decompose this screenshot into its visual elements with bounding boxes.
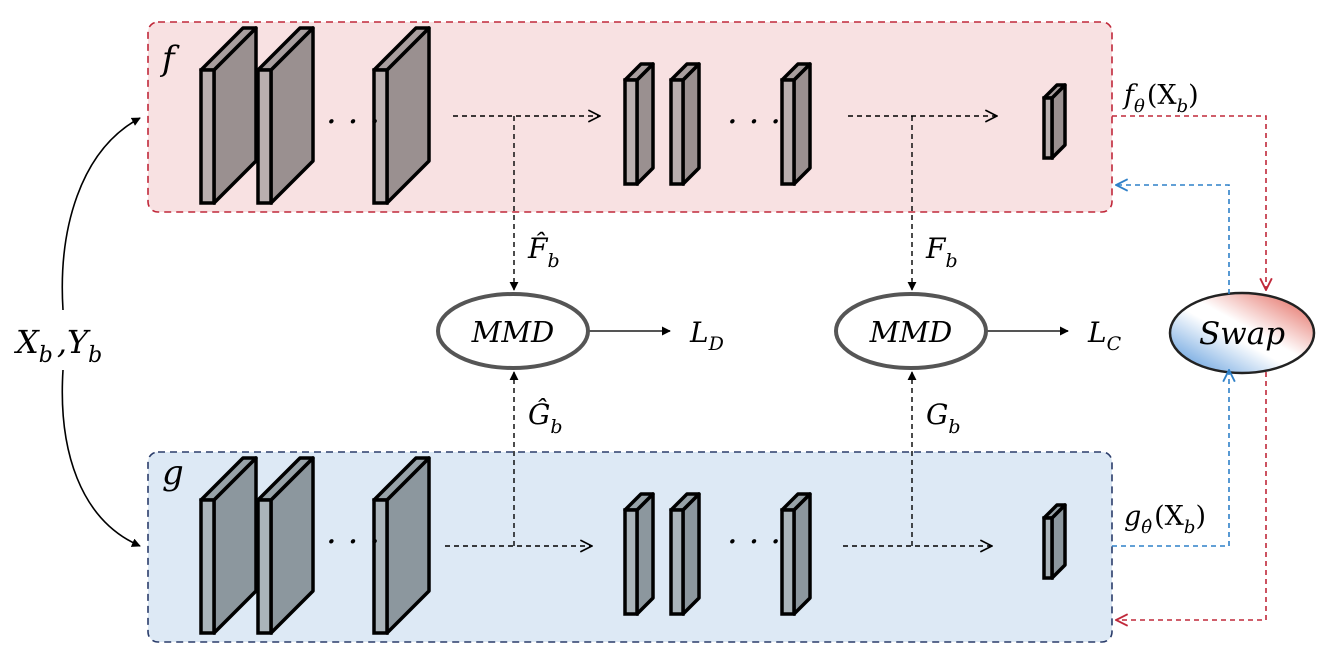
g-hat-feature-label: Ĝb [528, 397, 563, 438]
g-branch-label: g [162, 453, 184, 493]
f-layer-6 [780, 62, 812, 186]
f-layer-3 [372, 26, 431, 205]
g-layer-out [1042, 503, 1067, 580]
input-to-f-arrow [61, 117, 141, 311]
mmd-left-node [436, 292, 590, 370]
swap-label: Swap [1199, 316, 1285, 352]
f-layer-stack [199, 26, 1067, 205]
g-output-to-swap-arrow [1112, 370, 1229, 547]
g-layer-1 [199, 456, 258, 635]
f-layer-out [1042, 83, 1067, 160]
loss-c-label: LC [1087, 316, 1122, 355]
f-output-to-swap-arrow [1112, 115, 1266, 290]
f-ellipsis-2: · · · [727, 102, 781, 142]
swap-node [1168, 291, 1316, 375]
g-ellipsis-2: · · · [727, 522, 781, 562]
input-label: Xb,Yb [13, 323, 102, 368]
g-layer-5 [669, 492, 701, 616]
f-output-label: fθ(Xb) [1122, 80, 1199, 117]
swap-to-f-arrow [1116, 185, 1230, 294]
g-output-label: gθ̂(Xb) [1124, 501, 1206, 538]
g-layer-stack [199, 456, 1067, 635]
f-layer-5 [669, 62, 701, 186]
f-ellipsis-1: · · · [326, 102, 380, 142]
mmd-right-label: MMD [869, 315, 953, 349]
f-hat-feature-label: F̂b [527, 232, 560, 272]
g-layer-2 [256, 456, 315, 635]
g-layer-3 [372, 456, 431, 635]
input-to-g-arrow [61, 369, 141, 547]
loss-d-label: LD [689, 316, 724, 355]
swap-to-g-arrow [1116, 372, 1267, 620]
mmd-left-label: MMD [471, 315, 555, 349]
g-layer-4 [623, 492, 655, 616]
g-ellipsis-1: · · · [326, 522, 380, 562]
g-layer-6 [780, 492, 812, 616]
f-feature-label: Fb [925, 232, 958, 272]
mmd-right-node [834, 292, 988, 370]
f-layer-1 [199, 26, 258, 205]
g-feature-label: Gb [926, 398, 961, 438]
f-layer-4 [623, 62, 655, 186]
f-layer-2 [256, 26, 315, 205]
